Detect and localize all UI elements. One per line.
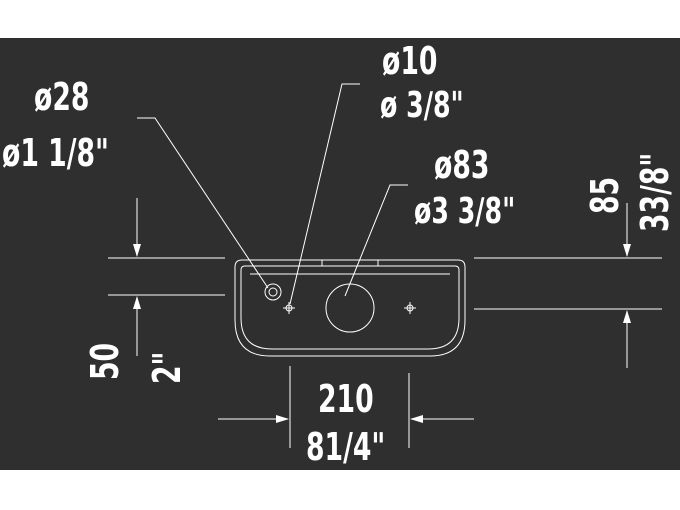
tank-outline-inner <box>240 265 460 350</box>
main-hole-diameter-in: ø3 3/8" <box>414 191 516 232</box>
main-hole <box>325 283 375 333</box>
arrow-right-down <box>623 244 631 257</box>
main-hole-diameter-mm: ø83 <box>434 143 490 187</box>
offset-dimension-in-wrap: 2" <box>145 342 189 384</box>
leader-small-hole <box>289 83 360 305</box>
depth-dimension-mm: 85 <box>583 176 627 214</box>
arrow-right-up <box>623 310 631 323</box>
small-hole-diameter-mm: ø10 <box>382 39 438 83</box>
width-dimension-mm: 210 <box>318 377 374 421</box>
offset-dimension-mm-wrap: 50 <box>83 332 127 380</box>
offset-dimension-in: 2" <box>145 351 189 384</box>
depth-dimension-in: 33/8" <box>633 152 677 232</box>
tank-rim-notch <box>321 260 379 266</box>
small-hole-left-cross <box>283 302 295 314</box>
leader-left-hole <box>137 117 269 289</box>
arrow-left-up <box>133 296 141 309</box>
left-hole-diameter-in: ø1 1/8" <box>2 131 109 175</box>
small-hole-right-cross <box>404 302 416 314</box>
arrow-bottom-left <box>410 415 423 423</box>
drawing-canvas: ø10 ø 3/8" ø28 ø1 1/8" ø83 ø3 3/8" 210 8… <box>0 38 680 470</box>
offset-dimension-mm: 50 <box>83 342 127 380</box>
tank-outline-outer <box>234 259 466 357</box>
depth-dimension-mm-wrap: 85 <box>583 166 627 214</box>
arrow-bottom-right <box>276 415 289 423</box>
depth-dimension-in-wrap: 33/8" <box>633 130 677 232</box>
left-hole <box>264 283 282 301</box>
left-hole-diameter-mm: ø28 <box>34 75 90 119</box>
leader-main-hole <box>344 184 408 297</box>
arrow-left-down <box>133 244 141 257</box>
left-hole-inner <box>268 287 278 297</box>
width-dimension-in: 81/4" <box>306 425 386 469</box>
technical-drawing <box>108 83 662 448</box>
small-hole-diameter-in: ø 3/8" <box>380 85 464 126</box>
